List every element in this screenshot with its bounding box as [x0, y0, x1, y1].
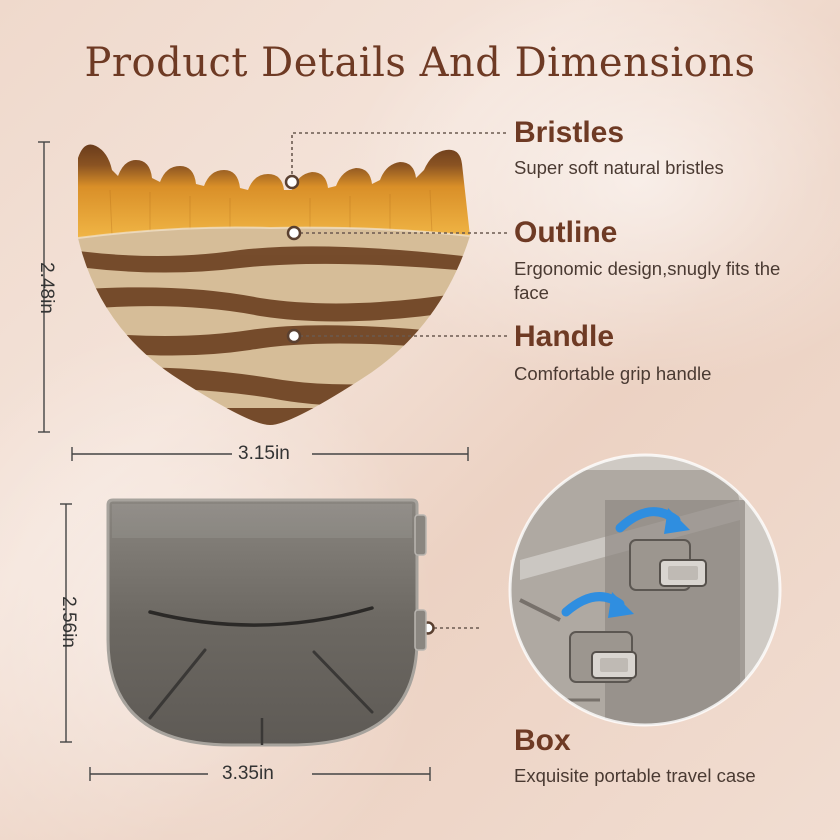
- page-title: Product Details And Dimensions: [84, 40, 756, 86]
- brush-bristles: [78, 144, 470, 238]
- brush-height-dimension: [38, 141, 50, 433]
- travel-box: [106, 498, 427, 747]
- bristles-title: Bristles: [514, 116, 625, 149]
- handle-desc: Comfortable grip handle: [514, 363, 712, 384]
- brush-width-label: 3.15in: [238, 443, 290, 464]
- box-width-dimension: [89, 767, 431, 781]
- box-width-label: 3.35in: [222, 763, 274, 784]
- open-arrow-icon: [561, 592, 634, 618]
- box-height-dimension: [60, 503, 72, 743]
- brush-handle: [77, 226, 471, 425]
- open-arrow-icon: [615, 507, 690, 534]
- box-clasp-detail: [508, 453, 782, 727]
- leader-dots: [284, 174, 435, 635]
- handle-title: Handle: [514, 320, 615, 353]
- outline-title: Outline: [514, 216, 618, 249]
- outline-desc: Ergonomic design,snugly fits the face: [514, 258, 781, 303]
- leader-lines: [291, 132, 508, 629]
- brush-height-label: 2.48in: [36, 262, 57, 314]
- brush-width-dimension: [71, 447, 469, 461]
- bristles-desc: Super soft natural bristles: [514, 157, 724, 178]
- box-title: Box: [514, 724, 571, 757]
- box-desc: Exquisite portable travel case: [514, 765, 756, 786]
- box-height-label: 2.56in: [58, 596, 79, 648]
